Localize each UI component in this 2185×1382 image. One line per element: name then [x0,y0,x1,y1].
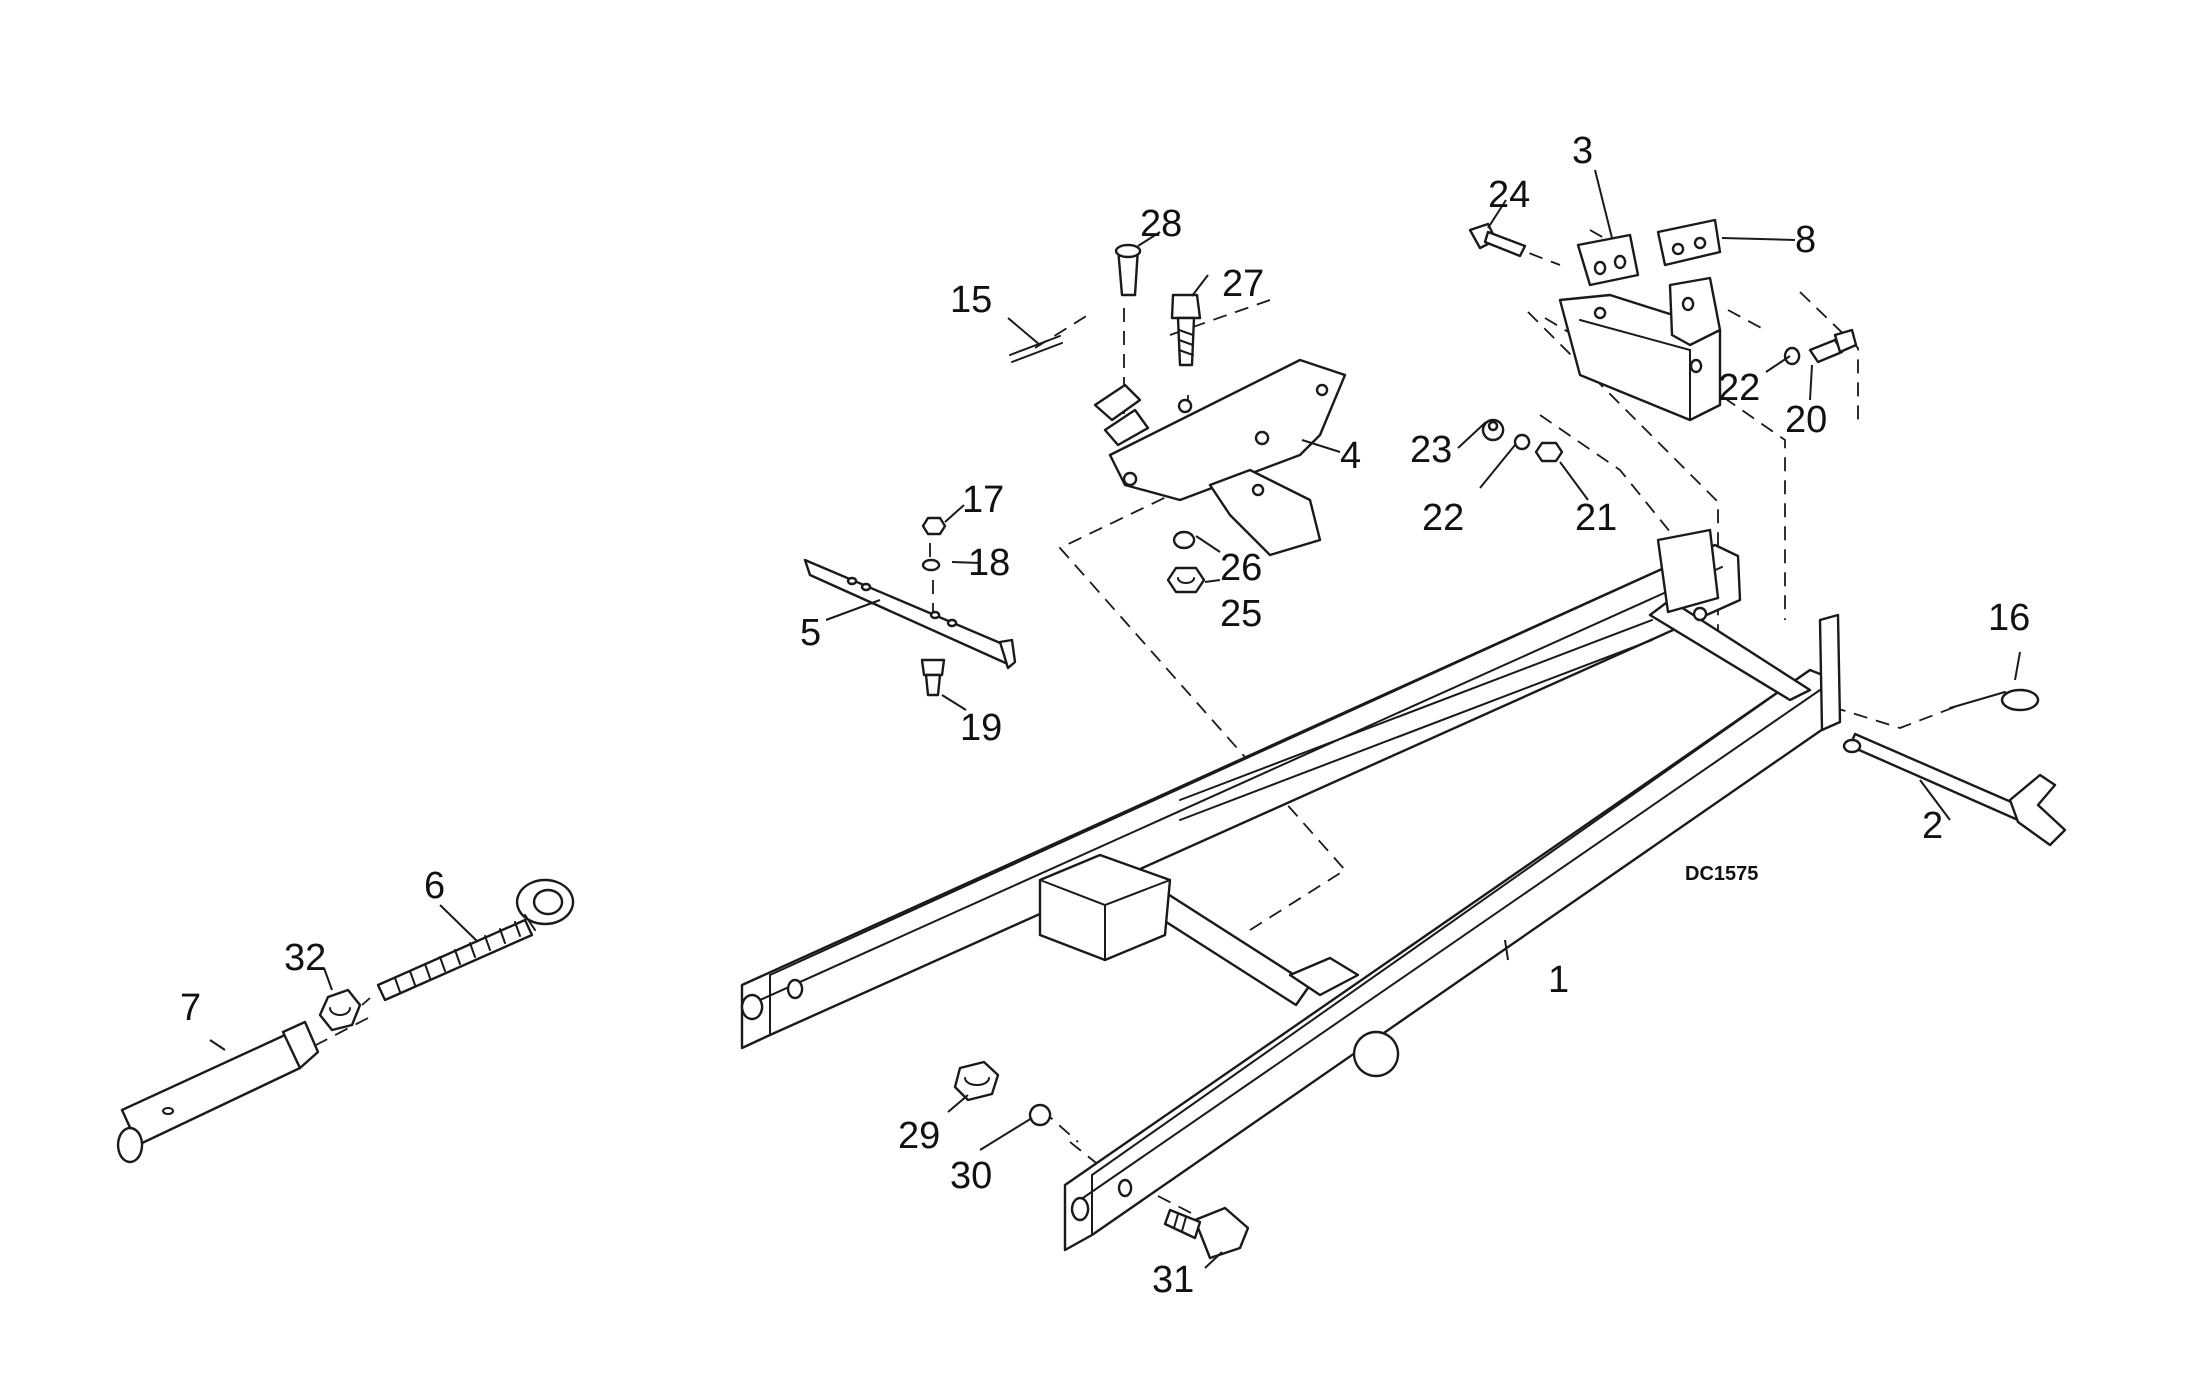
callout-19: 19 [960,707,1002,749]
leader-lines [209,169,2021,1269]
callout-2: 2 [1922,805,1943,847]
callout-27: 27 [1222,263,1264,305]
callout-31: 31 [1152,1259,1194,1301]
callout-26: 26 [1220,547,1262,589]
callout-7: 7 [180,987,201,1029]
callout-30: 30 [950,1155,992,1197]
mounting-plate [1656,218,1722,267]
callout-32: 32 [284,937,326,979]
reference-code: DC1575 [1685,863,1758,885]
main-frame [740,528,1842,1252]
callout-8: 8 [1795,219,1816,261]
adjuster-assembly [116,878,575,1164]
strap [803,558,1017,670]
callout-5: 5 [800,612,821,654]
callout-22-upper: 22 [1718,367,1760,409]
callout-28: 28 [1140,203,1182,245]
hitch-pin [1842,732,2067,847]
callout-29: 29 [898,1115,940,1157]
callout-18: 18 [968,542,1010,584]
callout-23: 23 [1410,429,1452,471]
callout-21: 21 [1575,497,1617,539]
callout-16: 16 [1988,597,2030,639]
mounting-bracket [1558,233,1722,422]
callouts: 1 2 3 4 5 6 7 8 15 16 17 18 19 20 21 22 … [180,130,2030,1301]
hardware [920,222,1858,1260]
callout-3: 3 [1572,130,1593,172]
callout-4: 4 [1340,435,1361,477]
callout-25: 25 [1220,593,1262,635]
callout-1: 1 [1548,959,1569,1001]
callout-17: 17 [962,479,1004,521]
callout-24: 24 [1488,174,1530,216]
callout-6: 6 [424,865,445,907]
callout-22-lower: 22 [1422,497,1464,539]
callout-15: 15 [950,279,992,321]
pivot-plate [1093,358,1347,557]
lynch-pin [1949,688,2040,712]
callout-20: 20 [1785,399,1827,441]
